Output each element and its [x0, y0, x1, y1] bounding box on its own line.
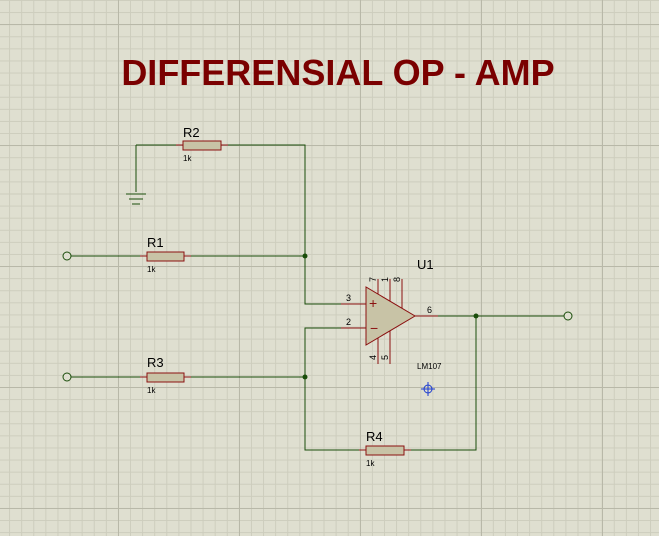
junction-noninv-node — [302, 253, 308, 259]
minus-sign: − — [370, 320, 378, 336]
resistor-value-label: 1k — [147, 386, 156, 395]
resistor-ref-label: R2 — [183, 125, 200, 140]
page-title: DIFFERENSIAL OP - AMP — [121, 52, 554, 93]
wires — [71, 144, 564, 451]
junction-inv-node — [302, 374, 308, 380]
pin-number-top: 7 — [368, 277, 378, 282]
terminal-icon[interactable] — [62, 372, 72, 382]
plus-sign: + — [369, 295, 377, 311]
ground-icon — [126, 193, 146, 205]
opamp-part-label: LM107 — [417, 362, 442, 371]
pin-number-top: 1 — [380, 277, 390, 282]
resistor-r4[interactable]: R4 1k — [359, 429, 411, 468]
resistor-r2[interactable]: R2 1k — [176, 125, 228, 163]
wire-r2-right[interactable] — [221, 144, 306, 256]
pin-number-inv: 2 — [346, 317, 351, 327]
resistor-ref-label: R4 — [366, 429, 383, 444]
resistor-value-label: 1k — [366, 459, 375, 468]
opamp-ref-label: U1 — [417, 257, 434, 272]
wire-node-noninv[interactable] — [304, 256, 353, 305]
wire-inv-node[interactable] — [304, 327, 366, 451]
junction-output-node — [473, 313, 479, 319]
pin-number-bottom: 4 — [368, 355, 378, 360]
opamp-u1[interactable]: + − U1 LM107 3 2 6 7 1 8 4 5 — [341, 257, 442, 371]
resistor-ref-label: R3 — [147, 355, 164, 370]
wire-r4-output[interactable] — [404, 316, 477, 451]
terminal-icon[interactable] — [563, 311, 573, 321]
pin-number-bottom: 5 — [380, 355, 390, 360]
pin-number-top: 8 — [392, 277, 402, 282]
origin-marker-icon — [421, 382, 435, 396]
opamp-body — [365, 286, 416, 346]
pin-number-noninv: 3 — [346, 293, 351, 303]
resistor-ref-label: R1 — [147, 235, 164, 250]
resistor-value-label: 1k — [183, 154, 192, 163]
pin-number-output: 6 — [427, 305, 432, 315]
terminal-icon[interactable] — [62, 251, 72, 261]
resistor-r3[interactable]: R3 1k — [140, 355, 191, 395]
resistor-value-label: 1k — [147, 265, 156, 274]
resistor-r1[interactable]: R1 1k — [140, 235, 191, 274]
